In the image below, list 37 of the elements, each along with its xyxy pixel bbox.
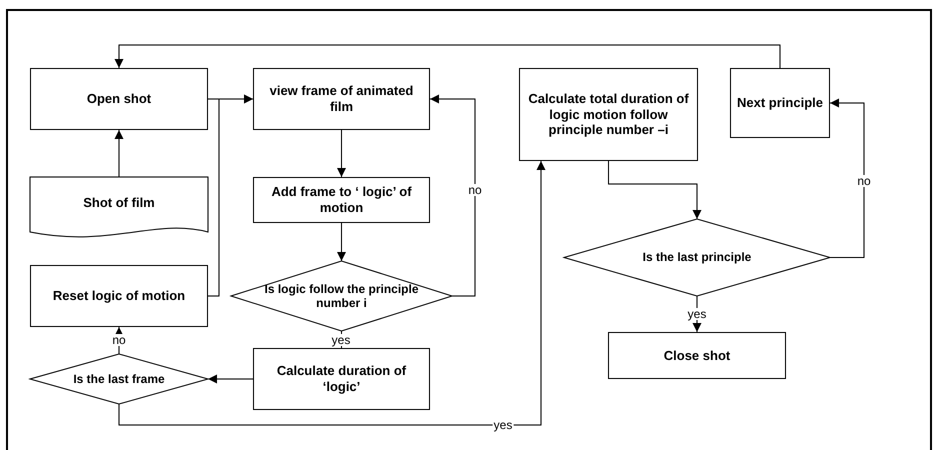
edge-label: no [467, 184, 483, 196]
arrow [208, 374, 254, 384]
arrow [430, 94, 476, 296]
arrow [337, 130, 346, 178]
node-text: Is the last principle [642, 250, 752, 265]
node-text: Reset logic of motion [52, 288, 186, 304]
node-text: Shot of film [83, 194, 155, 210]
arrow [337, 222, 346, 262]
process-box [30, 265, 208, 327]
node-text: Next principle [737, 95, 823, 111]
node-text: Is logic follow the principle number i [263, 282, 420, 310]
edge-label: no [856, 175, 872, 187]
arrow [118, 160, 546, 426]
process-box [30, 68, 208, 130]
node-text: Is the last frame [72, 372, 166, 386]
arrow [208, 94, 254, 296]
node-text: view frame of animated film [268, 83, 414, 115]
edge-label: yes [330, 334, 352, 346]
edge-label: yes [686, 308, 708, 320]
node-text: Calculate total duration of logic motion follow principle number –i [527, 91, 690, 138]
process-box [253, 348, 430, 410]
process-box [253, 68, 430, 130]
arrow [114, 326, 124, 354]
arrow [114, 130, 124, 178]
arrow [114, 44, 780, 68]
process-box [253, 177, 430, 223]
process-box [608, 332, 786, 379]
node-text: Close shot [664, 348, 730, 364]
node-text: Add frame to ‘ logic’ of motion [270, 184, 413, 216]
edge-label: no [111, 334, 127, 346]
node-text: Calculate duration of ‘logic’ [276, 363, 408, 395]
arrow [608, 160, 702, 220]
node-text: Open shot [86, 91, 152, 107]
process-box [519, 68, 698, 161]
arrow [830, 98, 864, 258]
process-box [730, 68, 830, 138]
arrow [692, 296, 702, 332]
